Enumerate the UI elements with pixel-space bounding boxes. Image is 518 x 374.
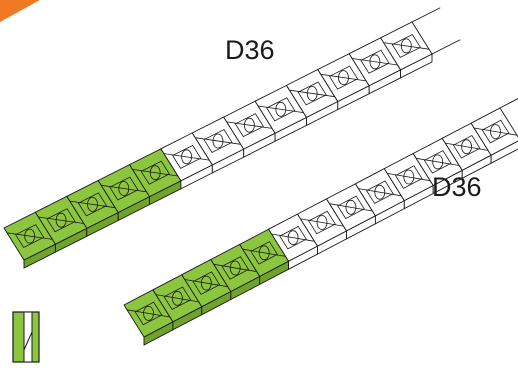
- upper-strip-label: D36: [225, 35, 275, 65]
- strip-segment: [379, 21, 433, 79]
- strip-segment: [470, 107, 518, 164]
- lower-strip-label: D36: [432, 172, 482, 202]
- strip-segment: [296, 198, 348, 255]
- strip-segment: [152, 274, 203, 331]
- green-slot-symbol-icon: [12, 311, 40, 363]
- strip-segment: [412, 137, 463, 195]
- strip-segment: [239, 228, 290, 286]
- upper-strip: [3, 7, 461, 269]
- orange-corner-tab-icon: [0, 0, 40, 22]
- lower-strip: [123, 98, 518, 346]
